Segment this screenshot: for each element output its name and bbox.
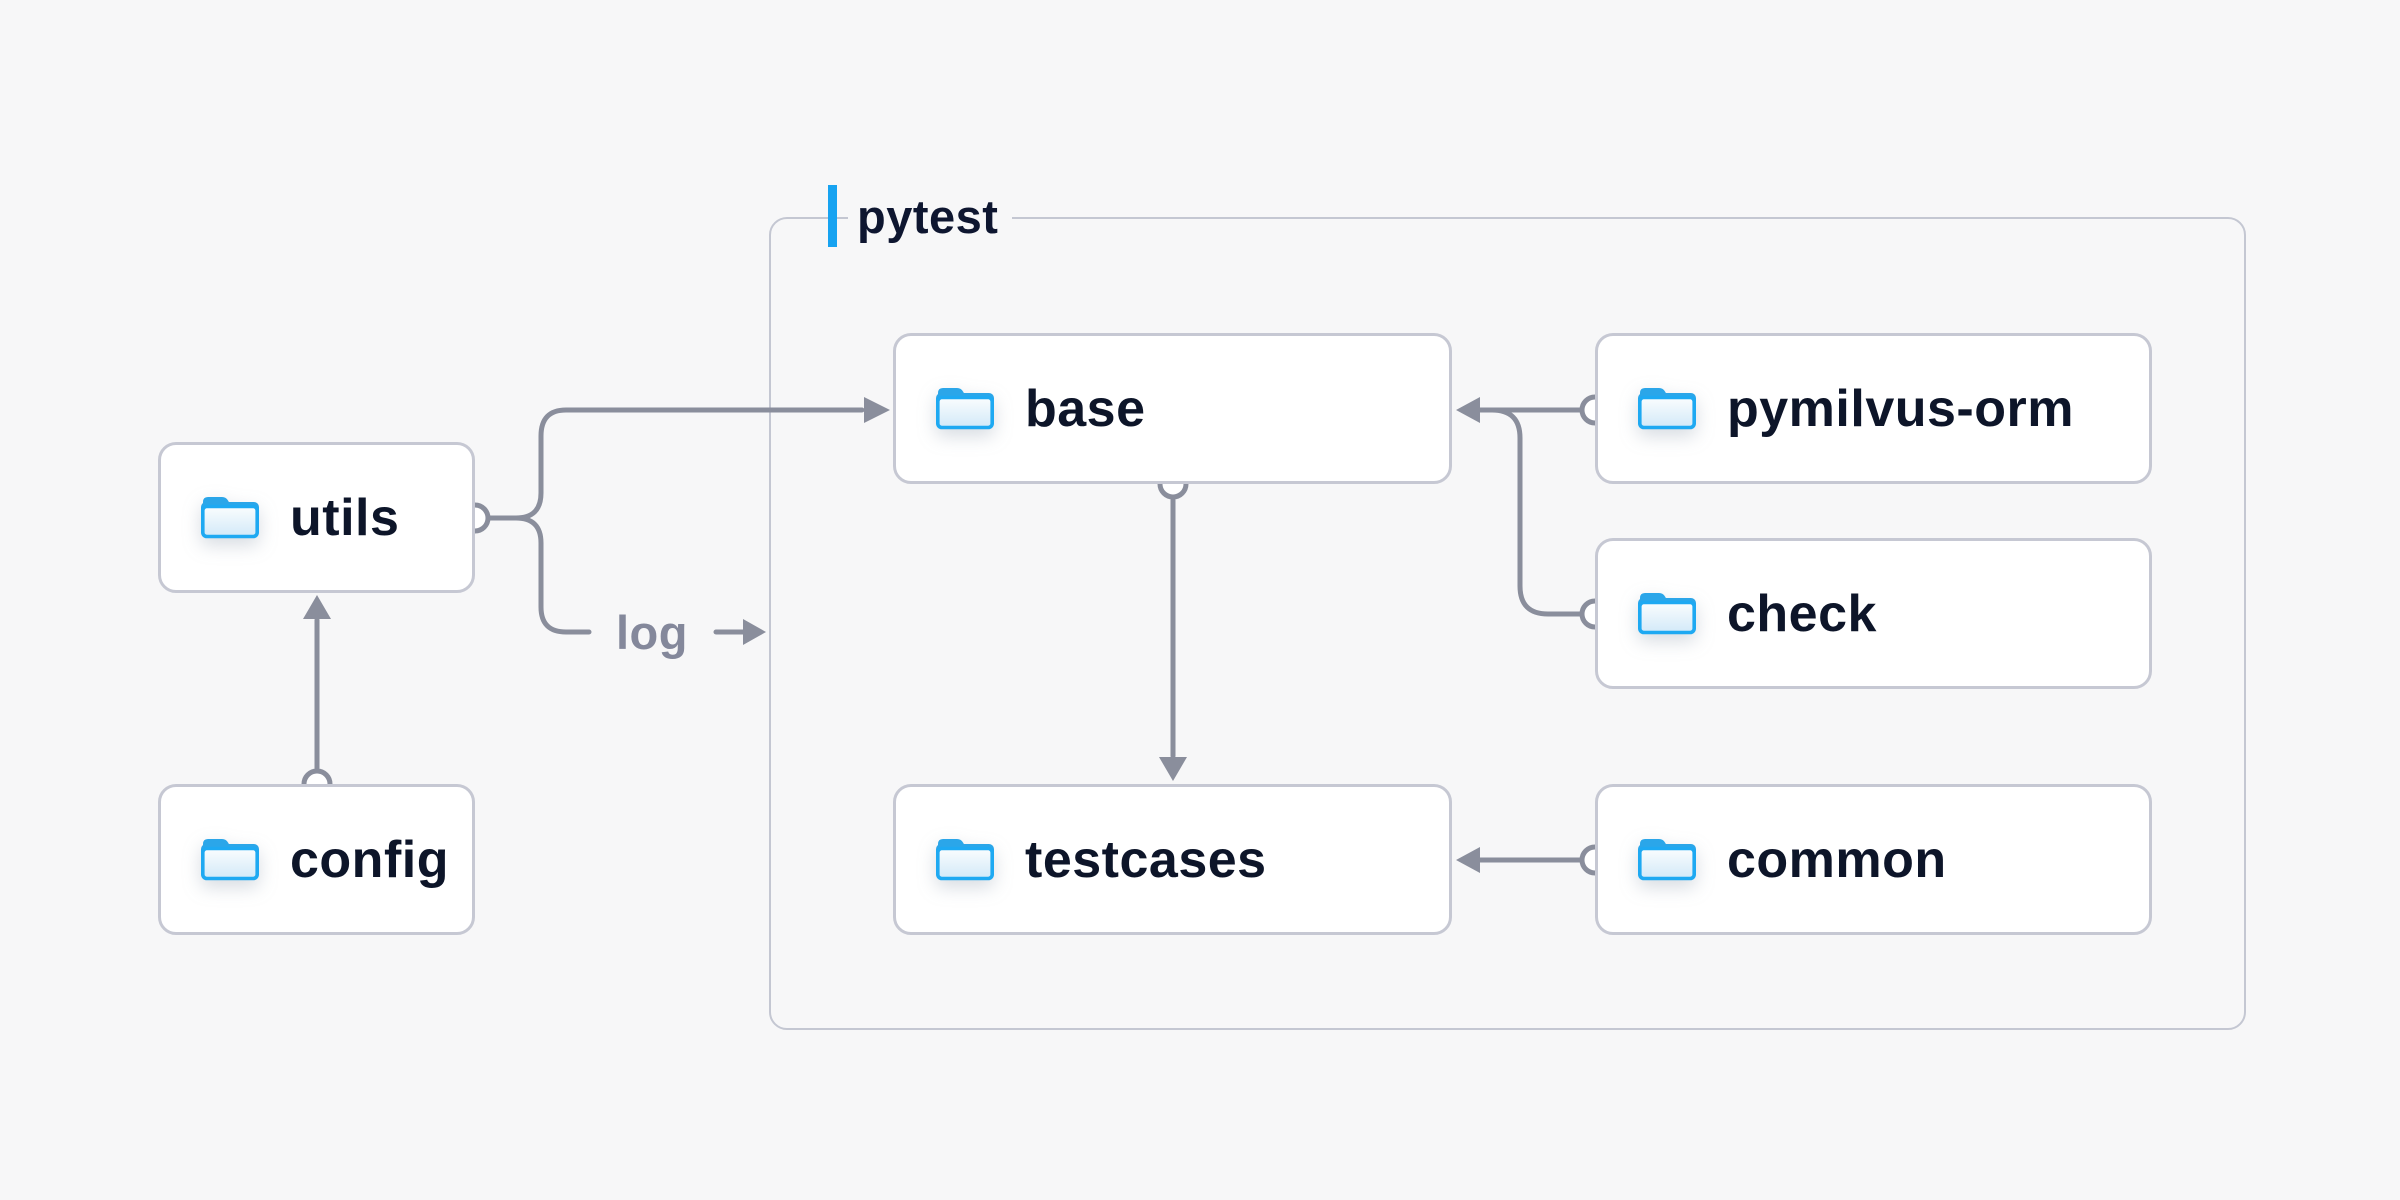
node-label: testcases (1025, 830, 1267, 889)
node-label: common (1727, 830, 1947, 889)
folder-icon (1636, 385, 1698, 429)
node-label: pymilvus-orm (1727, 379, 2074, 438)
pytest-group-label-text: pytest (848, 188, 1013, 244)
node-config[interactable]: config (158, 784, 475, 935)
pytest-group-label: pytest (828, 185, 1013, 247)
edge-label-log: log (616, 605, 688, 659)
node-label: utils (290, 488, 400, 547)
folder-icon (199, 494, 261, 538)
node-label: base (1025, 379, 1146, 438)
node-label: check (1727, 584, 1877, 643)
folder-icon (1636, 590, 1698, 634)
folder-icon (934, 836, 996, 880)
folder-icon (934, 385, 996, 429)
node-common[interactable]: common (1595, 784, 2152, 935)
node-check[interactable]: check (1595, 538, 2152, 689)
arrowhead-into-utils (303, 595, 331, 619)
arrowhead-into-pytest (743, 619, 766, 645)
accent-bar (828, 185, 837, 247)
node-utils[interactable]: utils (158, 442, 475, 593)
node-pymilvus-orm[interactable]: pymilvus-orm (1595, 333, 2152, 484)
folder-icon (1636, 836, 1698, 880)
pytest-group-box (769, 217, 2246, 1030)
edge-utils-log (513, 515, 592, 635)
folder-icon (199, 836, 261, 880)
node-testcases[interactable]: testcases (893, 784, 1452, 935)
node-base[interactable]: base (893, 333, 1452, 484)
node-label: config (290, 830, 449, 889)
